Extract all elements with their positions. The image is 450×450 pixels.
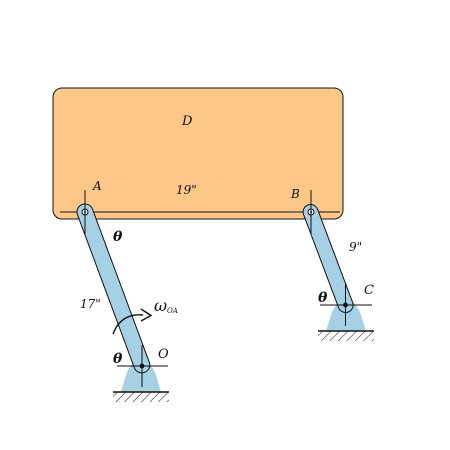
pin-a [81,190,89,234]
label-omega-symbol: ω [154,296,167,315]
label-point-b: B [290,187,300,201]
label-plate-length: 19" [176,183,197,197]
rotation-arrow [112,308,153,335]
link-bc [302,204,354,313]
label-point-c: C [364,283,374,298]
plate-d [52,87,344,220]
label-link-bc-length: 9" [349,240,362,254]
label-point-a: A [92,179,102,193]
label-theta-o: θ [113,351,123,367]
link-oa [76,203,151,374]
pin-o [117,345,168,387]
label-link-oa-length: 17" [80,297,101,311]
pin-b [307,190,315,234]
pin-c [320,284,372,326]
curved-arrow-clockwise-icon [112,314,144,335]
ground-support-o [113,358,169,402]
label-omega: ωOA [154,296,178,315]
label-theta-a: θ [113,229,123,245]
label-omega-subscript: OA [167,307,178,315]
label-plate-d: D [181,114,193,129]
label-point-o: O [158,347,169,362]
label-theta-c: θ [318,290,328,306]
